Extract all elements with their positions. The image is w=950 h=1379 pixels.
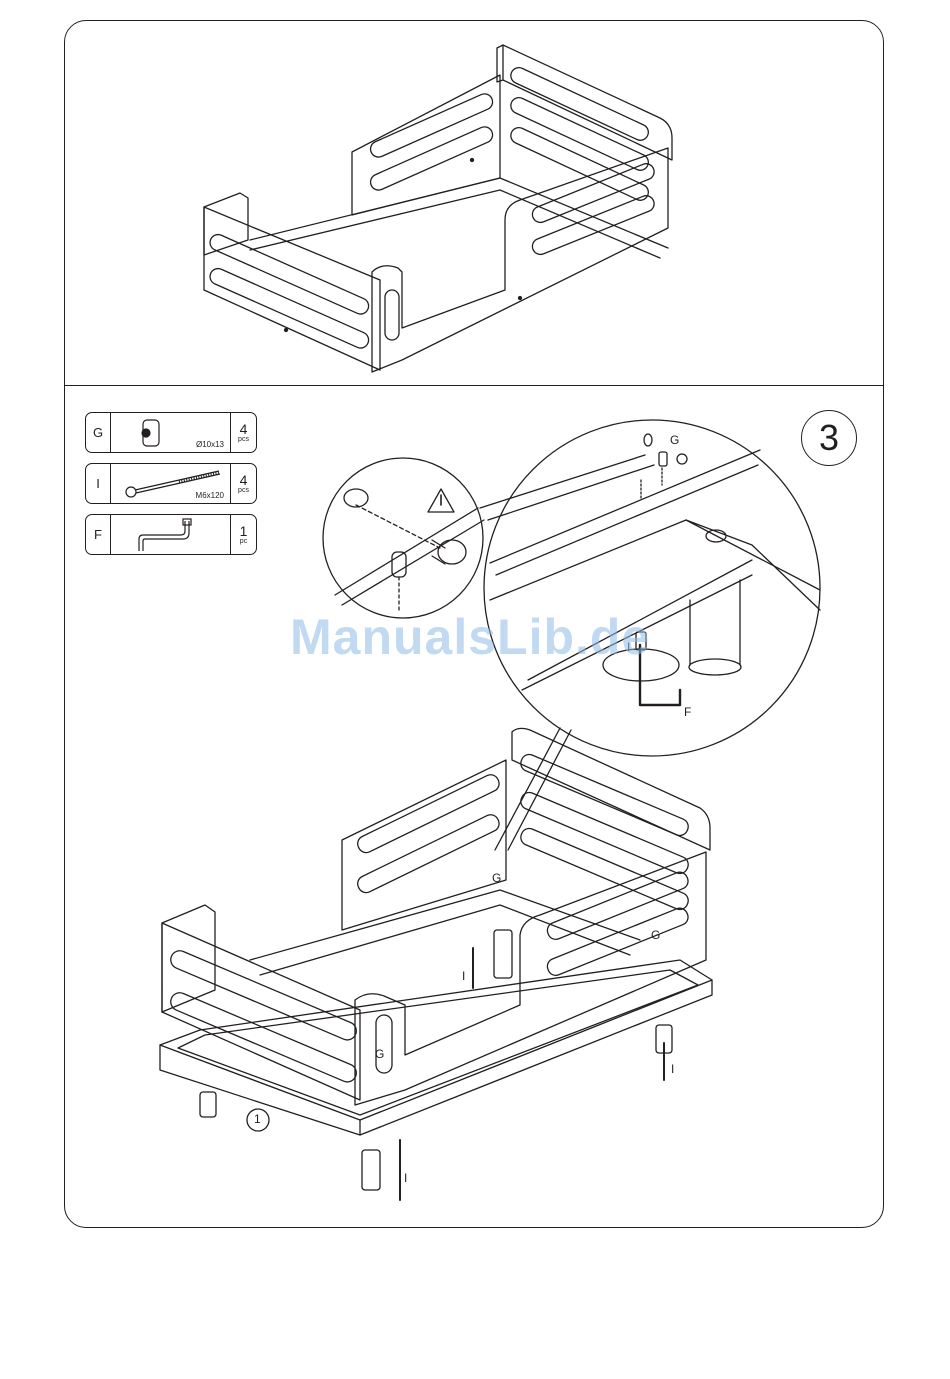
- part-row-f: F 1 pc: [85, 514, 257, 555]
- parts-list: G Ø10x13 4 pcs I M6x120 4 pcs F: [85, 412, 257, 565]
- quantity-unit: pc: [240, 538, 247, 545]
- quantity-number: 4: [240, 473, 248, 487]
- callout-g-detail: G: [670, 434, 679, 446]
- callout-i-center: I: [462, 970, 465, 982]
- part-row-i: I M6x120 4 pcs: [85, 463, 257, 504]
- quantity-number: 4: [240, 422, 248, 436]
- part-quantity: 1 pc: [231, 515, 256, 554]
- callout-i-right: I: [671, 1063, 674, 1075]
- part-spec: Ø10x13: [196, 440, 224, 449]
- bed-frame-top-illustration: [204, 45, 672, 372]
- step-number: 3: [801, 410, 857, 466]
- detail-magnifier-small: [323, 458, 484, 618]
- callout-i-front: I: [404, 1172, 407, 1184]
- callout-step-one: 1: [254, 1113, 261, 1125]
- part-quantity: 4 pcs: [231, 464, 256, 503]
- callout-g-headboard: G: [492, 872, 501, 884]
- callout-g-side: G: [651, 929, 660, 941]
- quantity-unit: pcs: [238, 436, 249, 443]
- part-picture: [111, 515, 231, 554]
- callout-f-detail: F: [684, 706, 691, 718]
- part-code: I: [86, 464, 111, 503]
- part-row-g: G Ø10x13 4 pcs: [85, 412, 257, 453]
- part-code: F: [86, 515, 111, 554]
- allen-key-icon: [129, 517, 199, 553]
- watermark: ManualsLib.de: [290, 608, 650, 666]
- bed-with-base-illustration: [160, 728, 712, 1200]
- callout-g-end: G: [375, 1048, 384, 1060]
- part-spec: M6x120: [196, 491, 224, 500]
- part-picture: Ø10x13: [111, 413, 231, 452]
- part-code: G: [86, 413, 111, 452]
- quantity-unit: pcs: [238, 487, 249, 494]
- part-picture: M6x120: [111, 464, 231, 503]
- part-quantity: 4 pcs: [231, 413, 256, 452]
- quantity-number: 1: [240, 524, 248, 538]
- barrel-nut-icon: [135, 417, 175, 449]
